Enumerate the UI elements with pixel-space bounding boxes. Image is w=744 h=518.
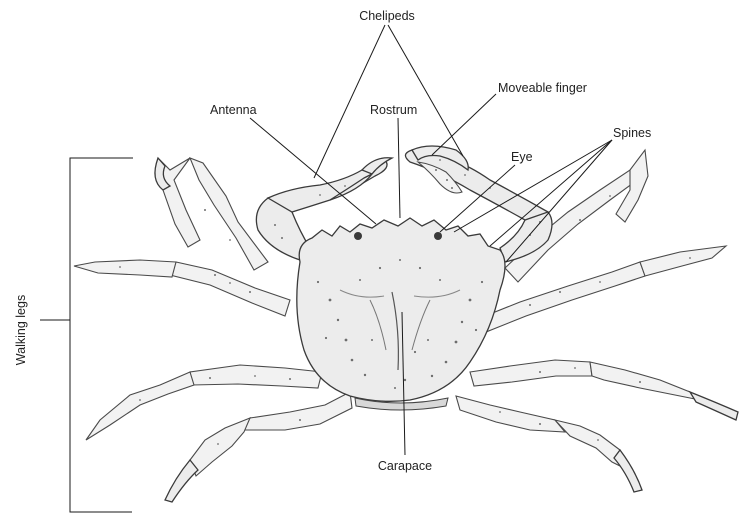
label-moveable-finger: Moveable finger	[498, 81, 587, 95]
label-spines: Spines	[613, 126, 651, 140]
label-antenna: Antenna	[210, 103, 257, 117]
label-rostrum: Rostrum	[370, 103, 417, 117]
label-chelipeds: Chelipeds	[359, 9, 415, 23]
chelipeds-leader-left	[314, 25, 385, 178]
label-walking-legs: Walking legs	[14, 295, 28, 365]
label-carapace: Carapace	[378, 459, 432, 473]
moveable-finger-leader	[432, 94, 496, 155]
label-eye: Eye	[511, 150, 533, 164]
rostrum-leader	[398, 118, 400, 218]
walking-legs-bracket	[70, 158, 133, 512]
